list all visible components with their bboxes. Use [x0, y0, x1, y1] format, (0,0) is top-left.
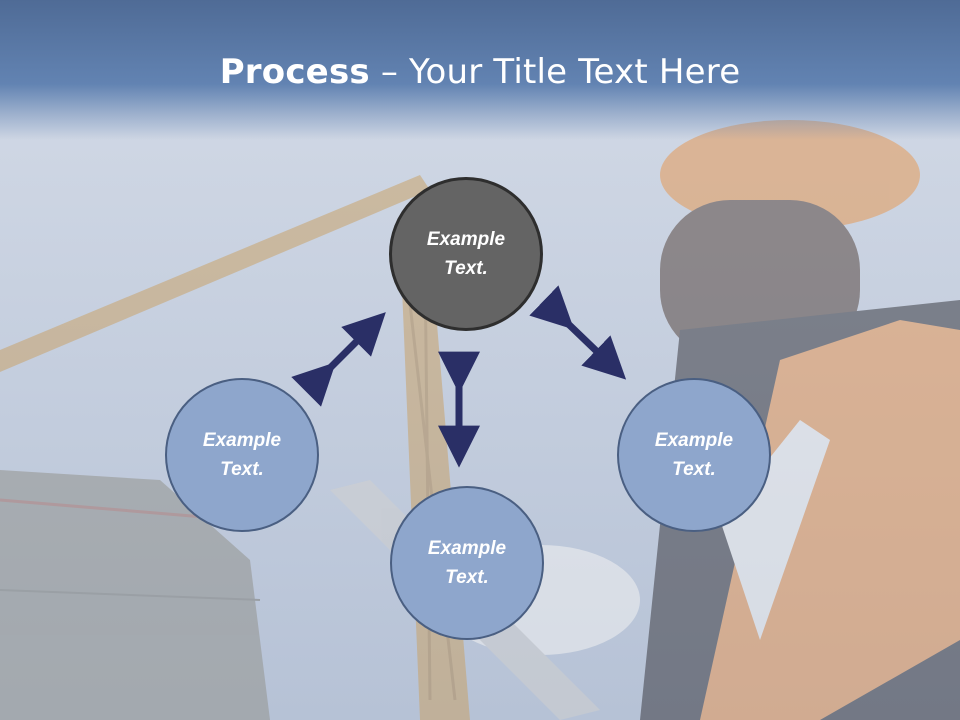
node-top-label: Example Text. [426, 229, 506, 279]
node-right-label: Example Text. [654, 430, 734, 480]
title-rest: – Your Title Text Here [369, 52, 741, 92]
process-node-left[interactable]: Example Text. [165, 378, 319, 532]
title-band [0, 0, 960, 140]
node-bottom-label: Example Text. [427, 538, 507, 588]
process-node-top[interactable]: Example Text. [389, 177, 543, 331]
process-node-right[interactable]: Example Text. [617, 378, 771, 532]
title-bold: Process [219, 52, 370, 92]
node-left-label: Example Text. [202, 430, 282, 480]
process-node-bottom[interactable]: Example Text. [390, 486, 544, 640]
slide-title: Process – Your Title Text Here [0, 52, 960, 92]
